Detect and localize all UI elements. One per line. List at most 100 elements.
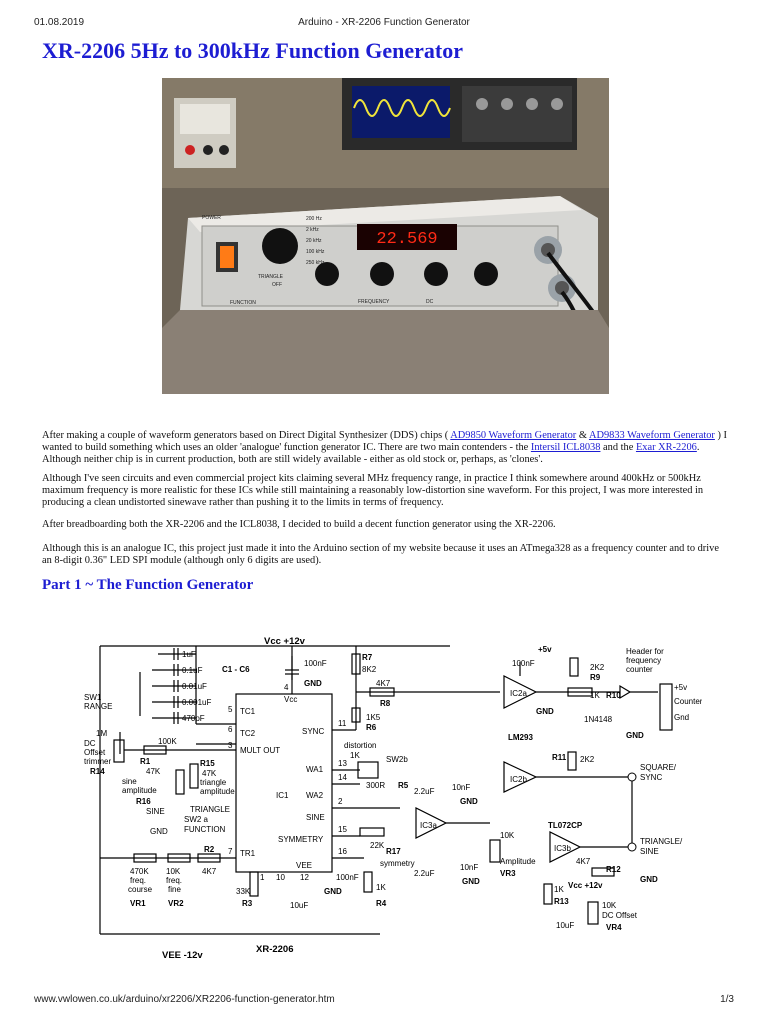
schem-r3-value: 33K xyxy=(236,887,251,896)
intro-text-3: ) I wanted to build something which uses… xyxy=(42,430,728,453)
schem-gnd: GND xyxy=(460,797,478,806)
schem-c-10uf: 10uF xyxy=(556,921,574,930)
schem-pin-number: 16 xyxy=(338,847,347,856)
schem-r16-label: sine xyxy=(122,777,137,786)
schem-triangle-label: TRIANGLE xyxy=(190,805,230,814)
schem-vee: VEE -12v xyxy=(162,950,203,961)
print-page-title: Arduino - XR-2206 Function Generator xyxy=(298,17,470,28)
photo-label-power: POWER xyxy=(202,215,221,221)
schem-r17: R17 xyxy=(386,847,401,856)
schem-sw2b: SW2b xyxy=(386,755,408,764)
schem-pin-mult: MULT OUT xyxy=(240,746,280,755)
xr2206-link[interactable]: Exar XR-2206 xyxy=(635,442,697,453)
schem-pin-wa1: WA1 xyxy=(306,765,324,774)
schem-triangle-out-label: TRIANGLE/ xyxy=(640,837,683,846)
icl8038-link[interactable]: Intersil ICL8038 xyxy=(530,442,601,453)
schem-r16-value: 47K xyxy=(146,767,161,776)
schem-r13: R13 xyxy=(554,897,569,906)
schem-vr2-value: 10K xyxy=(166,867,181,876)
ad9850-link[interactable]: AD9850 Waveform Generator xyxy=(450,430,577,441)
schem-r5-value-2: 300R xyxy=(366,781,385,790)
schem-vr1-value: 470K xyxy=(130,867,149,876)
schem-vr3-value: 10K xyxy=(500,831,515,840)
photo-range-label: 2 kHz xyxy=(306,227,319,233)
schem-r15-label: triangle xyxy=(200,778,227,787)
circuit-schematic: Vcc +12v VEE -12v XR-2206 1uF 0.1uF 0.01… xyxy=(84,636,702,961)
schem-pin-tc1: TC1 xyxy=(240,707,256,716)
schem-pin-number: 2 xyxy=(338,797,343,806)
schem-pin-number: 15 xyxy=(338,825,347,834)
schem-header-5v: +5v xyxy=(674,683,687,692)
print-date: 01.08.2019 xyxy=(34,17,85,28)
schem-r15-label: amplitude xyxy=(200,787,235,796)
schem-ic3b: IC3b xyxy=(554,844,571,853)
schem-r17-label: symmetry xyxy=(380,859,415,868)
schem-r14: R14 xyxy=(90,767,105,776)
schem-r5-value: 1K xyxy=(350,751,360,760)
photo-display-readout: 22.569 xyxy=(376,230,437,249)
photo-range-label: 250 kHz xyxy=(306,260,325,266)
schem-pin-tr1: TR1 xyxy=(240,849,256,858)
photo-label-function: FUNCTION xyxy=(230,300,256,306)
schem-r8: R8 xyxy=(380,699,391,708)
schem-r16-label: amplitude xyxy=(122,786,157,795)
schem-pin-number: 13 xyxy=(338,759,347,768)
print-url: www.vwlowen.co.uk/arduino/xr2206/XR2206-… xyxy=(34,994,335,1005)
schem-triangle-out-label: SINE xyxy=(640,847,659,856)
arduino-paragraph: Although this is an analogue IC, this pr… xyxy=(42,543,719,566)
schem-r11-value: 2K2 xyxy=(580,755,595,764)
schem-lm293: LM293 xyxy=(508,733,533,742)
intro-text-4: and the xyxy=(600,442,636,453)
schem-vr2-label: freq. xyxy=(166,876,182,885)
frequency-range-paragraph: Although I've seen circuits and even com… xyxy=(42,473,704,508)
schem-c-10uf: 10uF xyxy=(290,901,308,910)
schem-r2-value: 4K7 xyxy=(202,867,217,876)
schem-r14-value: 1M xyxy=(96,729,107,738)
schem-sw1: SW1 xyxy=(84,693,102,702)
schem-gnd: GND xyxy=(536,707,554,716)
schem-r14-label: Offset xyxy=(84,748,106,757)
schem-pin-sine: SINE xyxy=(306,813,325,822)
ad9833-link[interactable]: AD9833 Waveform Generator xyxy=(588,430,715,441)
schem-r2: R2 xyxy=(204,845,215,854)
schem-r12: R12 xyxy=(606,865,621,874)
schem-vr4-label: DC Offset xyxy=(602,911,638,920)
schem-r12-value: 4K7 xyxy=(576,857,591,866)
schem-pin-number: 5 xyxy=(228,705,233,714)
schem-header-label: counter xyxy=(626,665,653,674)
schem-pin-sync: SYNC xyxy=(302,727,324,736)
schem-vr3: VR3 xyxy=(500,869,516,878)
schem-r17-value: 22K xyxy=(370,841,385,850)
schem-pin-number: 4 xyxy=(284,683,289,692)
schem-r5-label: distortion xyxy=(344,741,376,750)
schem-square-label: SQUARE/ xyxy=(640,763,677,772)
schem-r5: R5 xyxy=(398,781,409,790)
schem-c-100nf: 100nF xyxy=(336,873,359,882)
schem-gnd: GND xyxy=(640,875,658,884)
schem-r1: R1 xyxy=(140,757,151,766)
part1-heading: Part 1 ~ The Function Generator xyxy=(42,577,254,593)
intro-text-2: & xyxy=(576,430,589,441)
schem-vr2-label: fine xyxy=(168,885,181,894)
schem-pin-wa2: WA2 xyxy=(306,791,324,800)
photo-range-label: 20 kHz xyxy=(306,238,322,244)
schem-r15-value: 47K xyxy=(202,769,217,778)
schem-pin-vcc: Vcc xyxy=(284,695,297,704)
schem-vr1: VR1 xyxy=(130,899,146,908)
schem-c-100nf-top: 100nF xyxy=(304,659,327,668)
schem-r3: R3 xyxy=(242,899,253,908)
schem-r10-value: 1K xyxy=(590,691,600,700)
schem-header-label: Header for xyxy=(626,647,664,656)
schem-c-100nf: 100nF xyxy=(512,659,535,668)
intro-paragraph: After making a couple of waveform genera… xyxy=(42,430,730,466)
schem-r7-value: 8K2 xyxy=(362,665,377,674)
schem-sw1-range: RANGE xyxy=(84,702,112,711)
schem-c-value: 470pF xyxy=(182,714,205,723)
schem-vr4: VR4 xyxy=(606,923,622,932)
schem-r14-label: trimmer xyxy=(84,757,111,766)
schem-r9-value: 2K2 xyxy=(590,663,605,672)
schem-pin-number: 1 xyxy=(260,873,265,882)
schem-pin-number: 14 xyxy=(338,773,347,782)
schem-pin-vee: VEE xyxy=(296,861,312,870)
schem-vcc2: Vcc +12v xyxy=(568,881,603,890)
